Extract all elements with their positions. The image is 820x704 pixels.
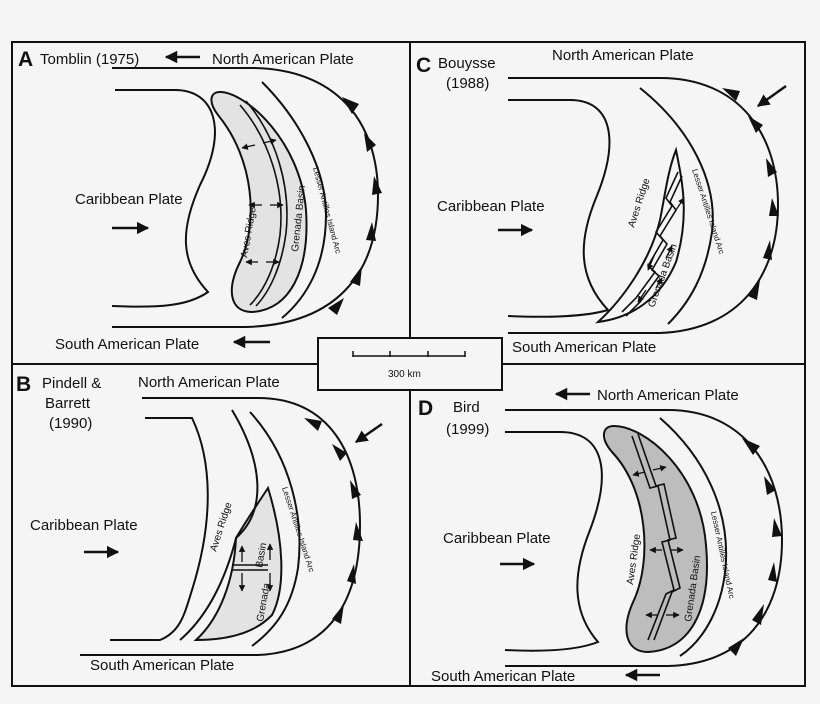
panel-b-caribbean-label: Caribbean Plate (30, 517, 138, 534)
panel-d-author-line1: Bird (453, 399, 480, 416)
panel-a-arc-line (261, 81, 328, 319)
panel-a-letter: A (18, 48, 33, 71)
panel-c-subduction-teeth (722, 88, 779, 300)
panel-a: A Tomblin (1975) North American Plate Ca… (18, 48, 382, 353)
panel-c-basin-outline (595, 146, 685, 324)
panel-a-author: Tomblin (1975) (40, 51, 139, 68)
panel-c-letter: C (416, 54, 431, 77)
panel-d-zigzag-rift-twin (637, 433, 681, 641)
panel-b-letter: B (16, 373, 31, 396)
panel-a-inner-boundary (111, 89, 216, 308)
panel-b: B Pindell & Barrett (1990) North America… (16, 373, 383, 674)
panel-c-caribbean-label: Caribbean Plate (437, 198, 545, 215)
panel-d-letter: D (418, 397, 433, 420)
panel-a-south-label: South American Plate (55, 336, 199, 353)
panel-b-north-label: North American Plate (138, 374, 280, 391)
panel-b-author-line1: Pindell & (42, 375, 101, 392)
panel-a-basin (210, 90, 308, 314)
panel-b-south-label: South American Plate (90, 657, 234, 674)
scale-label: 300 km (388, 369, 421, 380)
panel-b-western-margin (179, 409, 259, 641)
panel-a-caribbean-label: Caribbean Plate (75, 191, 183, 208)
panel-a-spreading-arrows (241, 138, 284, 266)
panel-d-caribbean-label: Caribbean Plate (443, 530, 551, 547)
panel-b-basin-label-1: Basin (254, 542, 269, 569)
panel-b-north-arrow (354, 422, 383, 444)
panel-c-outer-boundary (508, 77, 780, 334)
panel-d: D Bird (1999) North American Plate Carib… (418, 387, 784, 685)
panel-b-inner-boundary (110, 417, 209, 641)
panel-c-author-line1: Bouysse (438, 55, 496, 72)
panel-c-spreading-arrows (637, 197, 685, 303)
panel-b-author-line2: Barrett (45, 395, 91, 412)
panel-d-inner-boundary (504, 431, 603, 652)
panel-a-rift-twin (245, 100, 288, 307)
panel-d-subduction-teeth (728, 438, 782, 656)
panel-b-spreading-arrows (238, 543, 274, 592)
panel-c-north-label: North American Plate (552, 47, 694, 64)
panel-b-author-line3: (1990) (49, 415, 92, 432)
panel-d-author-line2: (1999) (446, 421, 489, 438)
panel-d-basin (603, 424, 708, 654)
panel-c-south-label: South American Plate (512, 339, 656, 356)
panel-b-arc-line (249, 411, 301, 647)
panel-a-subduction-teeth (328, 97, 382, 315)
panel-c-author-line2: (1988) (446, 75, 489, 92)
panel-d-north-label: North American Plate (597, 387, 739, 404)
panel-c-zigzag-rift-twin (625, 175, 683, 317)
scale-box (317, 337, 503, 391)
panel-c-arc-line (639, 87, 714, 325)
panel-b-basin (193, 485, 283, 642)
panel-d-spreading-arrows (632, 465, 684, 619)
panel-d-arc-line (659, 417, 728, 657)
scale-bar: 300 km (317, 337, 503, 391)
panel-d-outer-boundary (505, 409, 784, 667)
panel-c-inner-boundary (507, 99, 611, 318)
panel-d-south-label: South American Plate (431, 668, 575, 685)
panel-b-subduction-teeth (304, 418, 363, 624)
panel-d-zigzag-rift (631, 435, 675, 641)
panel-a-rift (239, 104, 282, 306)
panel-c-north-arrow (756, 84, 787, 108)
panel-a-north-label: North American Plate (212, 51, 354, 68)
panel-b-outer-boundary (80, 397, 362, 656)
panel-a-outer-boundary (112, 67, 380, 328)
